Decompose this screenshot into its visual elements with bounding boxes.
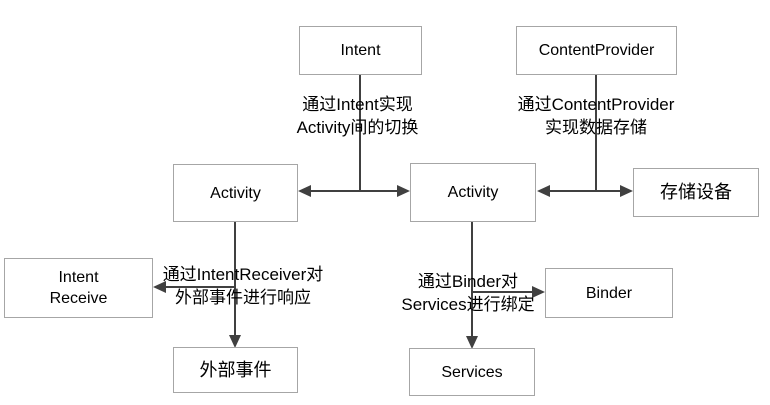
connector-activity-binder [472, 291, 533, 293]
connector-intent-down [359, 75, 361, 192]
node-content-provider: ContentProvider [516, 26, 677, 75]
connector-activity-intent-receive [164, 286, 236, 288]
annotation-intent-receiver: 通过IntentReceiver对 外部事件进行响应 [162, 265, 324, 307]
node-services: Services [409, 348, 535, 396]
annotation-intent-switch: 通过Intent实现 Activity间的切换 [296, 95, 419, 137]
node-binder: Binder [545, 268, 673, 318]
connector-activity-external-event [234, 222, 236, 336]
arrowhead-down-icon [229, 335, 241, 348]
connector-contentprovider-down [595, 75, 597, 192]
node-activity-right: Activity [410, 163, 536, 222]
arrowhead-left-icon [537, 185, 550, 197]
annotation-contentprovider-storage: 通过ContentProvider 实现数据存储 [517, 95, 675, 137]
connector-activity-activity [309, 190, 399, 192]
arrowhead-right-icon [532, 286, 545, 298]
annotation-binder-bind: 通过Binder对 Services进行绑定 [401, 272, 535, 314]
node-storage-device: 存储设备 [633, 168, 759, 217]
arrowhead-left-icon [153, 281, 166, 293]
connector-activity-services [471, 222, 473, 337]
arrowhead-down-icon [466, 336, 478, 349]
node-intent: Intent [299, 26, 422, 75]
node-external-event: 外部事件 [173, 347, 298, 393]
arrowhead-left-icon [298, 185, 311, 197]
arrowhead-right-icon [397, 185, 410, 197]
node-activity-left: Activity [173, 164, 298, 222]
arrowhead-right-icon [620, 185, 633, 197]
connector-activity-storage [549, 190, 621, 192]
node-intent-receive: Intent Receive [4, 258, 153, 318]
